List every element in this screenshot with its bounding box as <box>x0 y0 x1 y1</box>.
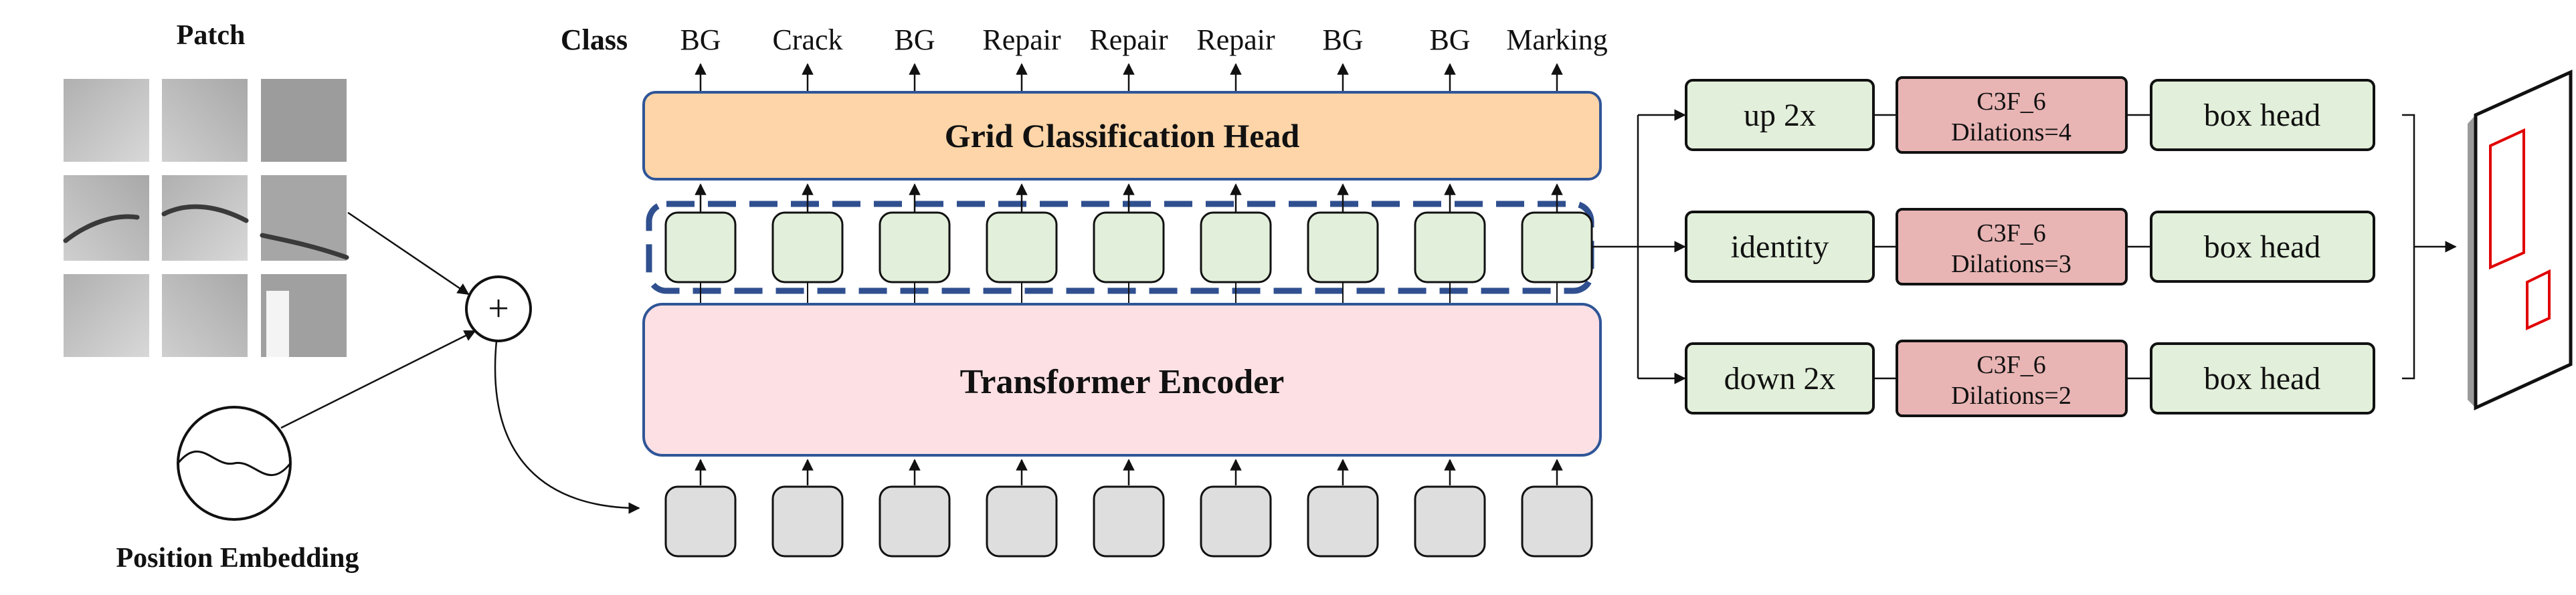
class-outputs: BG Crack BG Repair Repair Repair BG BG Marking <box>680 23 1608 92</box>
module-label: C3F_6 <box>1976 219 2045 247</box>
patch-grid <box>63 79 349 357</box>
module-label: C3F_6 <box>1976 351 2045 379</box>
grid-head-label: Grid Classification Head <box>945 117 1300 154</box>
output-token <box>1307 211 1379 283</box>
branch-connectors <box>1592 109 1686 384</box>
input-token <box>1521 485 1593 558</box>
class-output-label: BG <box>1322 23 1363 56</box>
box-head-box <box>2150 79 2375 151</box>
input-token <box>1307 485 1379 558</box>
class-output-label: BG <box>680 23 721 56</box>
add-node: + <box>465 275 532 342</box>
input-token <box>1093 485 1165 558</box>
output-token <box>664 211 737 283</box>
input-token <box>664 485 737 558</box>
output-token <box>986 211 1058 283</box>
detection-box <box>2526 269 2551 331</box>
dilations-label: Dilations=2 <box>1951 382 2072 410</box>
box-head-box <box>2150 342 2375 414</box>
box-head-label: box head <box>2204 361 2321 396</box>
crack-line <box>63 204 349 260</box>
output-image <box>2468 70 2573 410</box>
box-head-box <box>2150 211 2375 283</box>
input-tokens <box>664 459 1593 558</box>
output-token <box>1414 211 1486 283</box>
image-patch <box>162 274 248 357</box>
dilations-label: Dilations=4 <box>1951 118 2072 146</box>
input-token <box>879 485 951 558</box>
image-patch <box>162 175 248 261</box>
image-patch <box>261 175 347 261</box>
input-token <box>1414 485 1486 558</box>
scale-label: down 2x <box>1724 361 1836 396</box>
class-output-label: BG <box>894 23 935 56</box>
scale-label: identity <box>1731 229 1829 265</box>
output-token <box>1521 211 1593 283</box>
class-output-label: Repair <box>982 23 1061 56</box>
input-token <box>986 485 1058 558</box>
dilations-label: Dilations=3 <box>1951 250 2072 278</box>
scale-label: up 2x <box>1744 98 1816 133</box>
input-token <box>771 485 844 558</box>
patch-to-add-arrow <box>347 211 470 295</box>
output-token <box>1200 211 1272 283</box>
box-head-label: box head <box>2204 98 2321 133</box>
detection-box <box>2489 128 2525 270</box>
image-patch <box>261 79 347 162</box>
output-token <box>771 211 844 283</box>
plus-symbol: + <box>488 288 509 330</box>
class-output-label: Crack <box>772 23 842 56</box>
encoder-label: Transformer Encoder <box>960 363 1285 401</box>
class-label: Class <box>561 23 628 56</box>
image-patch <box>162 79 248 162</box>
position-embedding-icon <box>177 406 292 521</box>
box-head-label: box head <box>2204 229 2321 265</box>
image-patch <box>64 274 149 357</box>
add-to-tokens-arrow <box>494 340 640 514</box>
output-tokens <box>664 183 1593 304</box>
position-embedding-label: Position Embedding <box>116 543 359 574</box>
module-label: C3F_6 <box>1976 88 2045 116</box>
transformer-encoder <box>642 303 1602 457</box>
class-output-label: Repair <box>1089 23 1168 56</box>
road-marking <box>266 291 289 357</box>
patch-label: Patch <box>177 20 246 51</box>
class-output-label: Repair <box>1196 23 1275 56</box>
output-token <box>1093 211 1165 283</box>
class-output-label: Marking <box>1506 23 1608 56</box>
image-patch <box>64 79 149 162</box>
output-token <box>879 211 951 283</box>
input-token <box>1200 485 1272 558</box>
output-bracket <box>2402 114 2456 380</box>
embedding-to-add-arrow <box>280 330 476 429</box>
class-output-label: BG <box>1429 23 1470 56</box>
grid-classification-head <box>642 91 1602 181</box>
